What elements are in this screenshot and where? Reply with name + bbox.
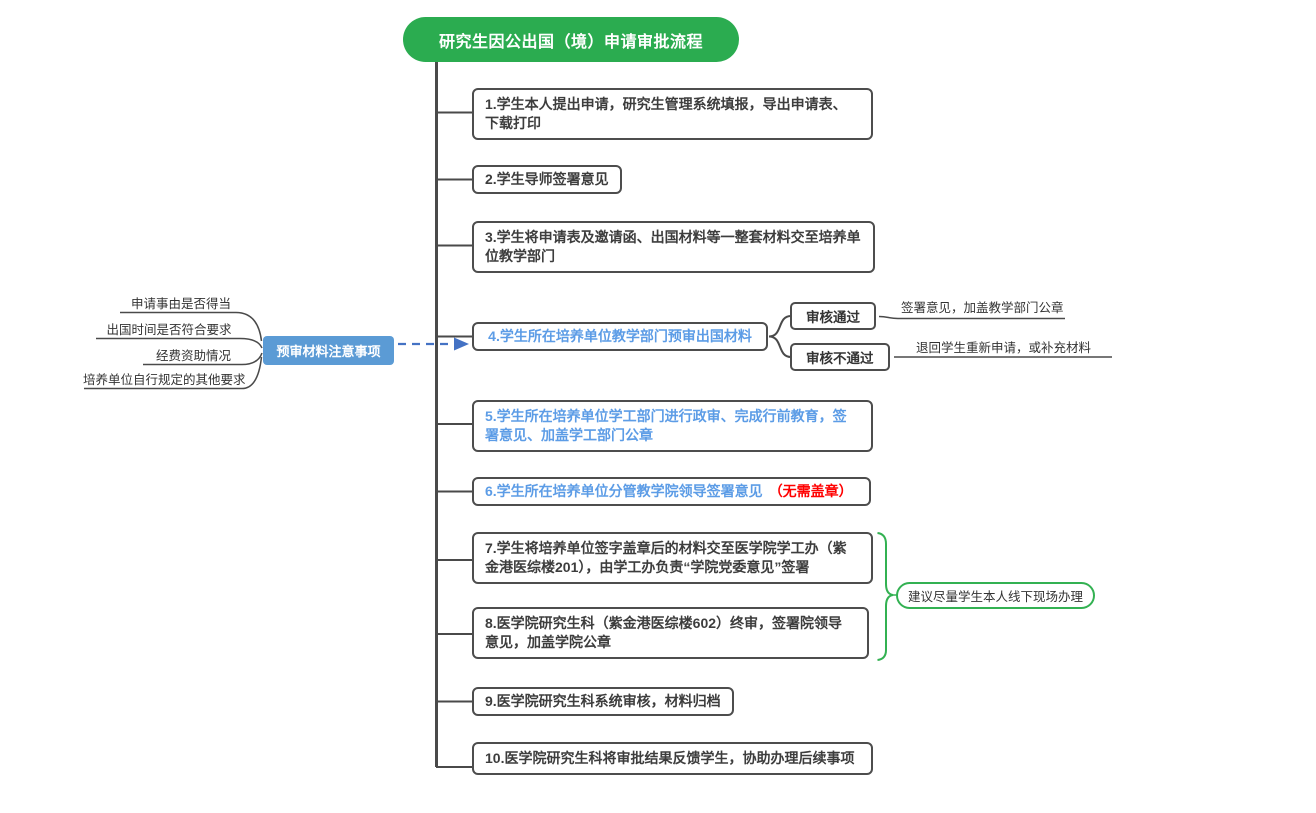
suggestion-brace: [877, 532, 894, 661]
root-topic[interactable]: 研究生因公出国（境）申请审批流程: [403, 17, 739, 62]
precheck-item-3[interactable]: 经费资助情况: [155, 349, 231, 363]
precheck-item-4[interactable]: 培养单位自行规定的其他要求: [83, 373, 246, 387]
review-fail-node[interactable]: 审核不通过: [790, 343, 890, 371]
precheck-label-node[interactable]: 预审材料注意事项: [263, 336, 394, 365]
precheck-arrowhead: [454, 337, 469, 351]
pass-note-underline: [878, 315, 1065, 320]
step-8-node[interactable]: 8.医学院研究生科（紫金港医综楼602）终审，签署院领导意见，加盖学院公章: [472, 607, 869, 659]
step-7-node[interactable]: 7.学生将培养单位签字盖章后的材料交至医学院学工办（紫金港医综楼201），由学工…: [472, 532, 873, 584]
step-2-node[interactable]: 2.学生导师签署意见: [472, 165, 622, 194]
step-6-red-note: （无需盖章）: [768, 483, 853, 499]
step-6-text: 6.学生所在培养单位分管教学院领导签署意见: [485, 483, 763, 499]
step-4-node[interactable]: 4.学生所在培养单位教学部门预审出国材料: [472, 322, 768, 351]
review-pass-node[interactable]: 审核通过: [790, 302, 876, 330]
step-6-node[interactable]: 6.学生所在培养单位分管教学院领导签署意见 （无需盖章）: [472, 477, 871, 506]
step-1-node[interactable]: 1.学生本人提出申请，研究生管理系统填报，导出申请表、下载打印: [472, 88, 873, 140]
precheck-item-1[interactable]: 申请事由是否得当: [130, 297, 231, 311]
precheck-item-2[interactable]: 出国时间是否符合要求: [106, 323, 232, 337]
step-3-node[interactable]: 3.学生将申请表及邀请函、出国材料等一整套材料交至培养单位教学部门: [472, 221, 875, 273]
step-10-node[interactable]: 10.医学院研究生科将审批结果反馈学生，协助办理后续事项: [472, 742, 873, 775]
step-9-node[interactable]: 9.医学院研究生科系统审核，材料归档: [472, 687, 734, 716]
review-branch-lines: [768, 315, 792, 358]
review-fail-note[interactable]: 退回学生重新申请，或补充材料: [916, 341, 1092, 355]
precheck-item-underlines: [84, 311, 263, 390]
suggestion-pill[interactable]: 建议尽量学生本人线下现场办理: [896, 582, 1096, 609]
branch-lines: [436, 111, 473, 768]
step-5-node[interactable]: 5.学生所在培养单位学工部门进行政审、完成行前教育，签署意见、加盖学工部门公章: [472, 400, 873, 452]
review-pass-note[interactable]: 签署意见，加盖教学部门公章: [901, 301, 1064, 315]
